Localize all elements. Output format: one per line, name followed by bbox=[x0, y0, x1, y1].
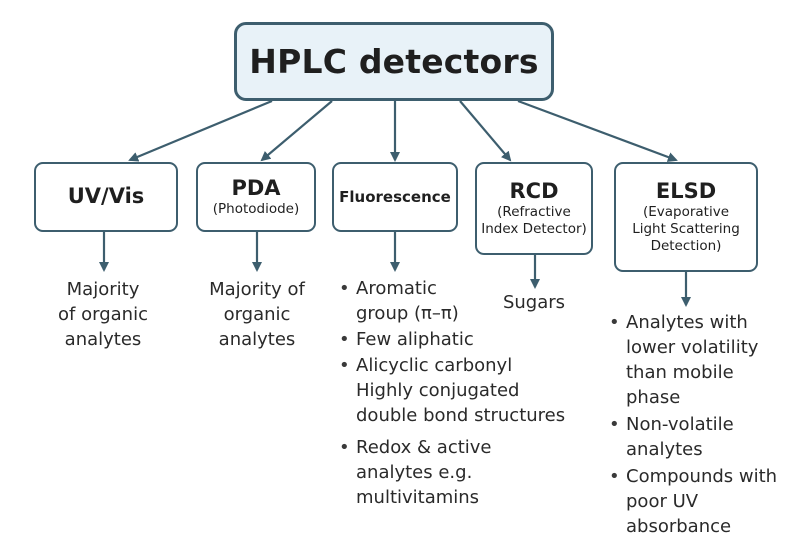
detector-subtitle-line: Index Detector) bbox=[481, 221, 587, 238]
bullet-item: Compounds with poor UV absorbance bbox=[608, 464, 798, 539]
detector-title: PDA bbox=[231, 175, 281, 200]
description-line: analytes bbox=[64, 329, 142, 350]
bullet-item: Redox & active analytes e.g. multivitami… bbox=[338, 435, 598, 510]
description-line: of organic bbox=[58, 304, 148, 325]
detector-title: ELSD bbox=[655, 178, 717, 203]
bullet-line: absorbance bbox=[626, 516, 732, 537]
description-line: Sugars bbox=[502, 292, 566, 313]
bullet-item: Analytes with lower volatility than mobi… bbox=[608, 310, 798, 410]
bullet-line: multivitamins bbox=[356, 487, 480, 508]
description-line: Majority of bbox=[209, 279, 305, 300]
detector-title: UV/Vis bbox=[67, 184, 145, 209]
bullet-line: analytes e.g. bbox=[356, 462, 473, 483]
bullet-line: group (π–π) bbox=[356, 303, 459, 324]
detector-subtitle-line: Light Scattering bbox=[632, 220, 740, 237]
arrow-root-to-uvvis bbox=[128, 99, 273, 162]
bullet-line: Redox & active bbox=[356, 437, 492, 458]
description-line: analytes bbox=[218, 329, 296, 350]
bullet-line: Analytes with bbox=[626, 312, 748, 333]
elsd-bullets: Analytes with lower volatility than mobi… bbox=[608, 310, 798, 541]
bullet-line: Non-volatile bbox=[626, 414, 734, 435]
detector-box-elsd: ELSD (Evaporative Light Scattering Detec… bbox=[614, 162, 758, 272]
fluorescence-bullets: Aromatic group (π–π) Few aliphatic Alicy… bbox=[338, 276, 598, 511]
detector-subtitle-line: (Evaporative bbox=[642, 203, 730, 220]
bullet-item: Alicyclic carbonyl Highly conjugated dou… bbox=[338, 353, 598, 428]
detector-box-fluorescence: Fluorescence bbox=[332, 162, 458, 232]
bullet-line: Highly conjugated bbox=[356, 380, 520, 401]
detector-box-pda: PDA (Photodiode) bbox=[196, 162, 316, 232]
detector-subtitle: (Photodiode) bbox=[212, 200, 300, 217]
detector-title: RCD bbox=[509, 178, 559, 203]
bullet-item: Non-volatile analytes bbox=[608, 412, 798, 462]
uvvis-description: Majority of organic analytes bbox=[28, 277, 178, 352]
bullet-line: Few aliphatic bbox=[356, 329, 474, 350]
bullet-line: phase bbox=[626, 387, 681, 408]
root-title: HPLC detectors bbox=[249, 42, 539, 81]
bullet-item: Aromatic group (π–π) bbox=[338, 276, 598, 326]
detector-box-uvvis: UV/Vis bbox=[34, 162, 178, 232]
bullet-line: Alicyclic carbonyl bbox=[356, 355, 513, 376]
bullet-line: Aromatic bbox=[356, 278, 437, 299]
bullet-line: lower volatility bbox=[626, 337, 759, 358]
bullet-line: poor UV bbox=[626, 491, 699, 512]
detector-subtitle-line: (Refractive bbox=[497, 203, 571, 220]
description-line: Majority bbox=[66, 279, 140, 300]
bullet-line: Compounds with bbox=[626, 466, 778, 487]
rcd-description: Sugars bbox=[474, 290, 594, 315]
arrow-root-to-rcd bbox=[459, 100, 512, 162]
bullet-line: than mobile bbox=[626, 362, 734, 383]
bullet-line: double bond structures bbox=[356, 405, 566, 426]
description-line: organic bbox=[223, 304, 291, 325]
detector-title: Fluorescence bbox=[339, 188, 451, 206]
detector-box-rcd: RCD (Refractive Index Detector) bbox=[475, 162, 593, 255]
pda-description: Majority of organic analytes bbox=[186, 277, 328, 352]
bullet-item: Few aliphatic bbox=[338, 327, 598, 352]
arrow-root-to-elsd bbox=[517, 99, 678, 162]
bullet-line: analytes bbox=[626, 439, 703, 460]
root-node: HPLC detectors bbox=[234, 22, 554, 101]
detector-subtitle-line: Detection) bbox=[650, 238, 722, 255]
arrow-root-to-pda bbox=[260, 100, 333, 162]
